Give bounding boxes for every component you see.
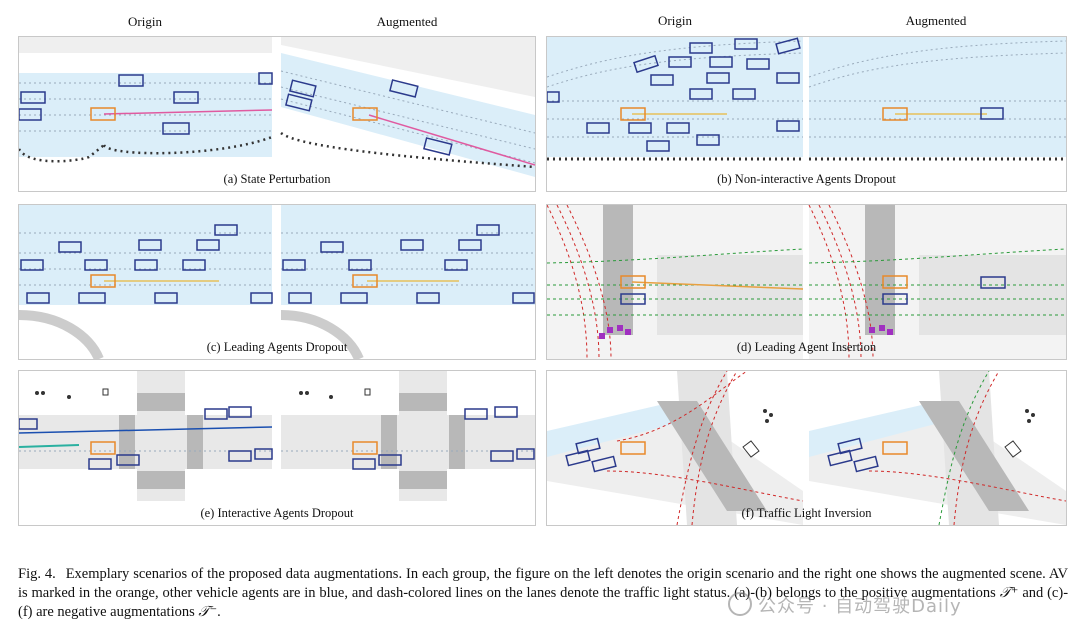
panel-b-scene <box>547 37 1066 161</box>
caption-b: (b) Non-interactive Agents Dropout <box>717 172 896 186</box>
caption-a: (a) State Perturbation <box>223 172 331 186</box>
caption-f: (f) Traffic Light Inversion <box>741 506 872 520</box>
panel-f-scene <box>547 371 1066 525</box>
panel-c-scene <box>19 205 535 359</box>
panel-f-traffic-light-inversion: (f) Traffic Light Inversion <box>546 370 1067 526</box>
caption-text-1: Exemplary scenarios of the proposed data… <box>18 566 1068 601</box>
symbol-positive: 𝒯⁺ <box>999 585 1019 601</box>
caption-text-2: and (c)-(f) are negative augmentations <box>18 585 1069 620</box>
caption-d: (d) Leading Agent Insertion <box>736 340 877 354</box>
wechat-icon <box>728 592 752 616</box>
header-augmented-right: Augmented <box>905 13 967 28</box>
panel-c-leading-dropout: (c) Leading Agents Dropout <box>18 204 536 360</box>
watermark-text: 公众号 · 自动驾驶Daily <box>758 596 962 617</box>
panel-d-scene <box>547 205 1066 359</box>
caption-e: (e) Interactive Agents Dropout <box>200 506 354 520</box>
symbol-negative: 𝒯⁻ <box>198 604 218 620</box>
figure-label: Fig. 4. <box>18 566 56 582</box>
caption-text-3: . <box>217 604 221 620</box>
header-origin-left: Origin <box>128 14 162 29</box>
header-origin-right: Origin <box>658 13 692 28</box>
watermark: 公众号 · 自动驾驶Daily <box>728 592 962 618</box>
panel-e-scene <box>19 371 535 501</box>
panel-a-scene <box>19 37 535 177</box>
panel-d-leading-insertion: (d) Leading Agent Insertion <box>546 204 1067 360</box>
figure-caption: Fig. 4. Exemplary scenarios of the propo… <box>18 565 1068 622</box>
panel-b-noninteractive-dropout: (b) Non-interactive Agents Dropout <box>546 36 1067 192</box>
panel-e-interactive-dropout: (e) Interactive Agents Dropout <box>18 370 536 526</box>
caption-c: (c) Leading Agents Dropout <box>206 340 348 354</box>
panel-a-state-perturbation: (a) State Perturbation <box>18 36 536 192</box>
header-augmented-left: Augmented <box>376 14 438 29</box>
